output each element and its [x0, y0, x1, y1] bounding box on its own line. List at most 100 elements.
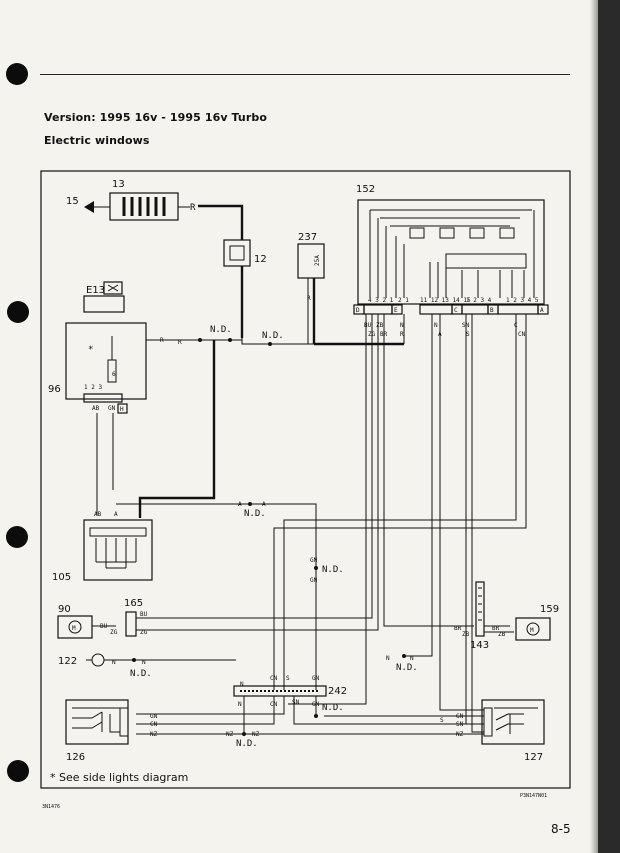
svg-text:GN: GN — [310, 577, 318, 584]
svg-text:N.D.: N.D. — [262, 331, 284, 341]
svg-text:R: R — [178, 339, 182, 346]
svg-text:N: N — [142, 659, 146, 666]
label-12: 12 — [254, 254, 267, 265]
connector-165 — [125, 611, 137, 637]
svg-text:ZG: ZG — [110, 629, 118, 636]
wire-R: R — [190, 203, 196, 213]
code-right: P3N147N01 — [520, 793, 548, 799]
svg-text:N.D.: N.D. — [236, 739, 258, 749]
label-90: 90 — [58, 604, 71, 615]
connector-242 — [233, 685, 327, 697]
binder-hole — [6, 63, 28, 85]
svg-text:NZ: NZ — [226, 731, 234, 738]
svg-text:A: A — [238, 501, 242, 508]
svg-text:BR: BR — [454, 625, 462, 632]
page-edge — [598, 0, 620, 853]
connector-A: A — [540, 307, 544, 314]
svg-text:2 1: 2 1 — [398, 297, 409, 304]
svg-text:N: N — [386, 655, 390, 662]
svg-text:A: A — [262, 501, 266, 508]
label-165: 165 — [124, 598, 143, 609]
relay-12 — [223, 239, 251, 267]
svg-text:S: S — [440, 717, 444, 724]
label-105: 105 — [52, 572, 71, 583]
connector-D: D — [356, 307, 360, 314]
label-122: 122 — [58, 656, 77, 667]
svg-text:M: M — [530, 627, 534, 634]
connector-H: H — [120, 406, 124, 413]
binder-hole — [7, 760, 29, 782]
svg-text:N.D.: N.D. — [210, 325, 232, 335]
svg-text:N.D.: N.D. — [396, 663, 418, 673]
svg-text:CN: CN — [150, 721, 158, 728]
svg-text:BR: BR — [492, 625, 500, 632]
switch-127 — [481, 699, 545, 745]
bulb-15-icon — [84, 201, 94, 213]
label-13: 13 — [112, 179, 125, 190]
label-159: 159 — [540, 604, 559, 615]
svg-text:1 2 3: 1 2 3 — [84, 384, 102, 391]
svg-text:SN: SN — [456, 721, 464, 728]
fuse-237 — [297, 243, 325, 279]
label-237: 237 — [298, 232, 317, 243]
svg-text:CN: CN — [270, 675, 278, 682]
footnote: * See side lights diagram — [50, 771, 189, 784]
svg-text:AB: AB — [92, 405, 100, 412]
connector-B: B — [490, 307, 494, 314]
svg-text:BU: BU — [140, 611, 148, 618]
section-title: Electric windows — [44, 134, 150, 147]
svg-text:NZ: NZ — [150, 731, 158, 738]
svg-text:SN: SN — [292, 699, 300, 706]
svg-text:1 2 3 4 5: 1 2 3 4 5 — [506, 297, 539, 304]
label-126: 126 — [66, 752, 85, 763]
svg-text:N.D.: N.D. — [322, 703, 344, 713]
svg-text:AB: AB — [94, 511, 102, 518]
label-143: 143 — [470, 640, 489, 651]
svg-text:ZG: ZG — [140, 629, 148, 636]
svg-text:N.D.: N.D. — [244, 509, 266, 519]
version-title: Version: 1995 16v - 1995 16v Turbo — [44, 111, 268, 124]
page-number: 8-5 — [551, 822, 571, 836]
svg-text:N: N — [238, 701, 242, 708]
svg-text:M: M — [72, 625, 76, 632]
connector-C: C — [454, 307, 458, 314]
svg-text:GN: GN — [456, 713, 464, 720]
svg-text:S: S — [466, 331, 470, 338]
label-96: 96 — [48, 384, 61, 395]
fuse-rating: 25A — [314, 255, 321, 266]
control-unit-152 — [357, 199, 545, 305]
svg-text:GN: GN — [150, 713, 158, 720]
svg-text:R: R — [160, 337, 164, 344]
svg-text:*: * — [88, 345, 93, 355]
svg-text:4 3 2 1: 4 3 2 1 — [368, 297, 394, 304]
sensor-122 — [91, 653, 105, 667]
svg-text:NZ: NZ — [456, 731, 464, 738]
svg-text:N: N — [434, 322, 438, 329]
lamp-E13 — [103, 281, 123, 295]
header-rule — [40, 74, 570, 75]
svg-text:N: N — [410, 655, 414, 662]
svg-text:N: N — [112, 659, 116, 666]
svg-text:R: R — [307, 295, 311, 302]
svg-text:GN: GN — [108, 405, 116, 412]
svg-text:NZ: NZ — [252, 731, 260, 738]
switch-126 — [65, 699, 129, 745]
label-15: 15 — [66, 196, 79, 207]
label-E13: E13 — [86, 285, 105, 296]
label-242: 242 — [328, 686, 347, 697]
svg-text:N: N — [400, 322, 404, 329]
binder-hole — [7, 301, 29, 323]
svg-text:R: R — [400, 331, 404, 338]
connector-E: E — [394, 307, 398, 314]
svg-text:N.D.: N.D. — [130, 669, 152, 679]
label-127: 127 — [524, 752, 543, 763]
svg-text:ZB: ZB — [498, 631, 506, 638]
motor-90 — [57, 615, 93, 639]
code-left: 3N1476 — [42, 804, 61, 810]
svg-text:N: N — [240, 681, 244, 688]
switch-105 — [83, 519, 153, 581]
svg-text:GN: GN — [312, 675, 320, 682]
svg-text:BU: BU — [364, 322, 372, 329]
svg-text:6: 6 — [112, 371, 116, 378]
